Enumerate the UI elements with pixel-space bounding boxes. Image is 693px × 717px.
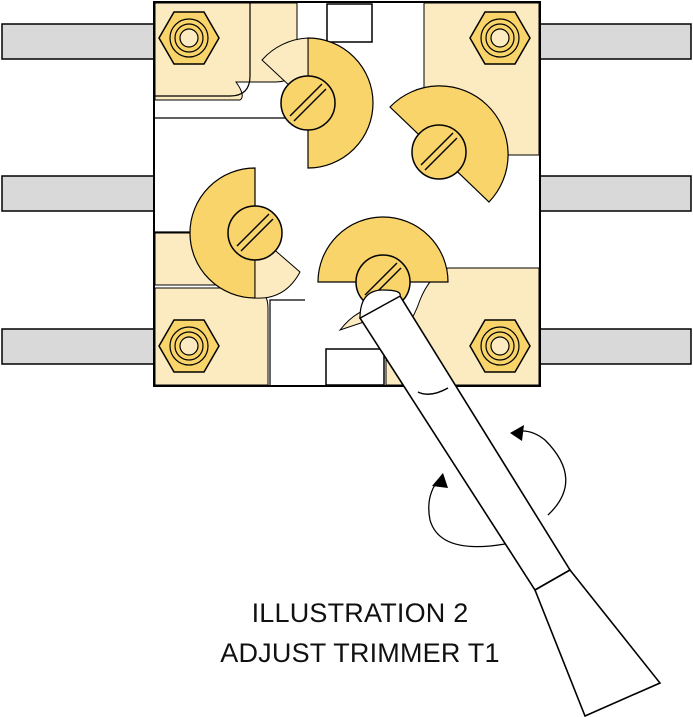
trimmer-top-center [261,37,374,169]
trimmer-right [389,85,509,203]
screwdriver-icon [358,289,662,717]
arrowhead-icon [510,425,524,441]
nut-icon-bottom-left [158,319,220,373]
lead-left-middle [1,175,156,212]
caption-title: ILLUSTRATION 2 [251,598,469,628]
caption-instruction: ADJUST TRIMMER T1 [220,638,500,668]
contact-top [326,3,373,43]
screw-icon [227,205,283,261]
lead-left-top [1,23,156,60]
lead-right-top [537,23,692,60]
lead-left-bottom [1,328,156,365]
screw-icon [280,75,336,131]
nut-icon-bottom-right [469,319,531,373]
nut-icon-top-right [469,11,531,65]
arrowhead-icon [432,473,448,488]
lead-right-bottom [537,328,692,365]
nut-icon-top-left [158,11,220,65]
screw-icon [411,124,467,180]
lead-right-middle [537,175,692,212]
trimmer-left [189,167,301,299]
rotation-arrow-icon [428,430,567,548]
contact-bottom [325,348,385,386]
